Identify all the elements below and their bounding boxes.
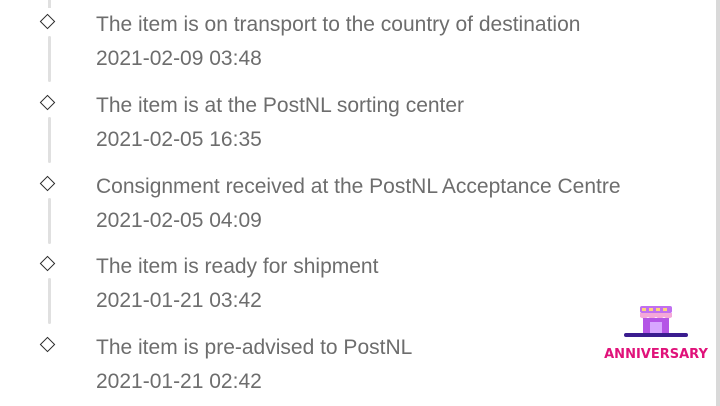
timeline-event: Consignment received at the PostNL Accep… bbox=[0, 162, 700, 244]
event-description: Consignment received at the PostNL Accep… bbox=[96, 175, 621, 198]
event-timestamp: 2021-02-05 16:35 bbox=[96, 128, 262, 151]
timeline-event: The item is on transport to the country … bbox=[0, 0, 700, 82]
storefront-icon bbox=[624, 306, 688, 337]
event-timestamp: 2021-01-21 03:42 bbox=[96, 289, 262, 312]
diamond-marker-icon bbox=[39, 175, 56, 192]
timeline-connector-top bbox=[48, 0, 51, 8]
diamond-marker-icon bbox=[39, 255, 56, 272]
diamond-marker-icon bbox=[39, 94, 56, 111]
event-description: The item is at the PostNL sorting center bbox=[96, 94, 465, 117]
timeline-event: The item is pre-advised to PostNL 2021-0… bbox=[0, 323, 700, 403]
event-description: The item is pre-advised to PostNL bbox=[96, 336, 413, 359]
timeline-connector bbox=[48, 117, 51, 163]
badge-label: ANNIVERSARY bbox=[604, 347, 708, 362]
scrollbar[interactable] bbox=[716, 0, 720, 406]
timeline-event: The item is at the PostNL sorting center… bbox=[0, 81, 700, 163]
event-description: The item is ready for shipment bbox=[96, 255, 379, 278]
event-timestamp: 2021-02-05 04:09 bbox=[96, 209, 262, 232]
timeline-connector bbox=[48, 198, 51, 244]
timeline-connector bbox=[48, 36, 51, 82]
anniversary-badge[interactable]: ANNIVERSARY bbox=[604, 304, 708, 370]
event-timestamp: 2021-01-21 02:42 bbox=[96, 370, 262, 393]
timeline-connector bbox=[48, 278, 51, 324]
diamond-marker-icon bbox=[39, 13, 56, 30]
event-timestamp: 2021-02-09 03:48 bbox=[96, 47, 262, 70]
event-description: The item is on transport to the country … bbox=[96, 13, 581, 36]
diamond-marker-icon bbox=[39, 336, 56, 353]
timeline-event: The item is ready for shipment 2021-01-2… bbox=[0, 242, 700, 324]
